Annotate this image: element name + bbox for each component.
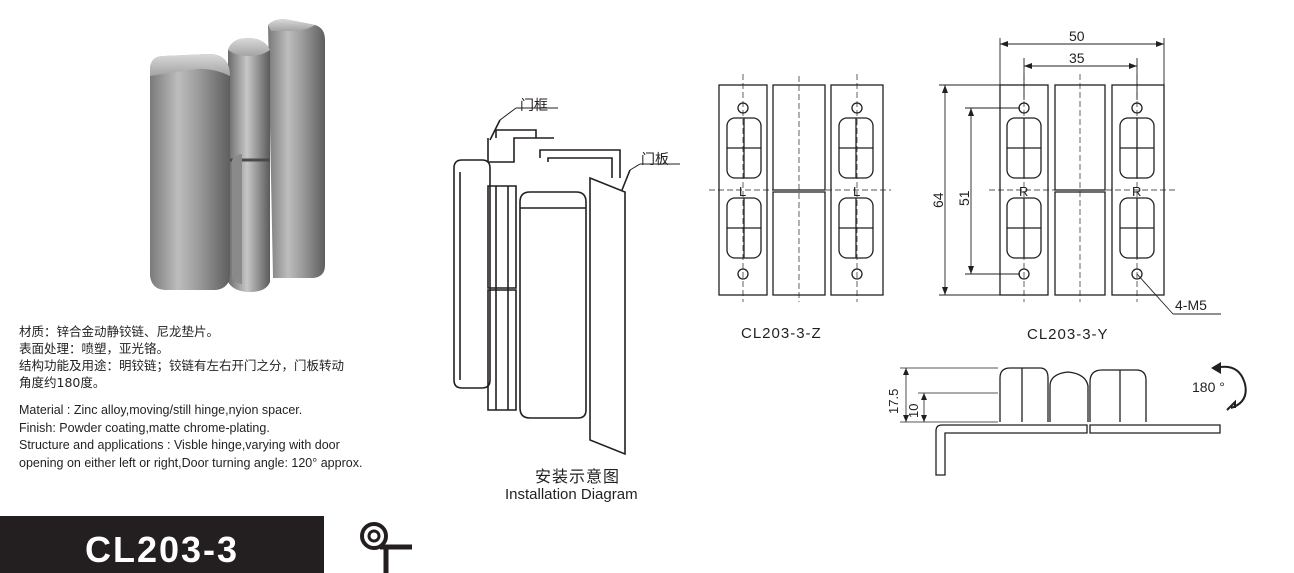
spec-cn-line: 角度约180度。 <box>19 375 106 390</box>
spec-en-line: Finish: Powder coating,matte chrome-plat… <box>19 420 270 435</box>
specs-cn-block: 材质：锌合金动静铰链、尼龙垫片。 表面处理：喷塑，亚光铬。 结构功能及用途：明铰… <box>19 323 344 391</box>
dim-height: 64 <box>930 192 946 208</box>
rotation-arrow-icon <box>1211 362 1247 411</box>
spec-en-line: Structure and applications : Visble hing… <box>19 438 340 452</box>
model-badge: CL203-3 <box>0 516 324 573</box>
marker-right-1: R <box>1019 184 1028 199</box>
lock-key-symbol-icon <box>360 522 412 573</box>
dim-hole-height: 51 <box>956 190 972 206</box>
drawing-left-z: L L <box>709 74 891 302</box>
installation-caption-en: Installation Diagram <box>505 486 638 503</box>
drawing-right-y: 50 35 64 51 4-M5 R R <box>930 30 1221 315</box>
model-label-left: CL203-3-Z <box>741 325 822 342</box>
dim-width: 50 <box>1069 30 1085 44</box>
installation-diagram <box>453 107 680 456</box>
installation-caption-cn: 安装示意图 <box>535 467 621 486</box>
dim-thread: 4-M5 <box>1175 297 1207 313</box>
spec-en-line: opening on either left or right,Door tur… <box>19 455 363 470</box>
rotation-label: 180 ° <box>1192 379 1225 395</box>
dim-hole-spacing: 35 <box>1069 50 1085 66</box>
marker-left-2: L <box>853 184 860 199</box>
hinge-3d-render-icon <box>150 19 325 292</box>
specs-en-block: Material : Zinc alloy,moving/still hinge… <box>19 402 362 472</box>
dim-side-inner: 10 <box>906 404 921 418</box>
frame-label: 门框 <box>520 98 548 114</box>
spec-cn-line: 表面处理：喷塑，亚光铬。 <box>19 341 170 356</box>
dim-side-height: 17.5 <box>886 389 901 414</box>
marker-left-1: L <box>739 184 746 199</box>
drawing-side-view: 17.5 10 <box>886 367 1221 476</box>
spec-cn-line: 材质：锌合金动静铰链、尼龙垫片。 <box>19 324 220 339</box>
spec-cn-line: 结构功能及用途：明铰链；铰链有左右开门之分，门板转动 <box>19 358 345 373</box>
model-label-right: CL203-3-Y <box>1027 326 1109 343</box>
panel-label: 门板 <box>641 152 669 168</box>
marker-right-2: R <box>1132 184 1141 199</box>
spec-en-line: Material : Zinc alloy,moving/still hinge… <box>19 403 303 417</box>
